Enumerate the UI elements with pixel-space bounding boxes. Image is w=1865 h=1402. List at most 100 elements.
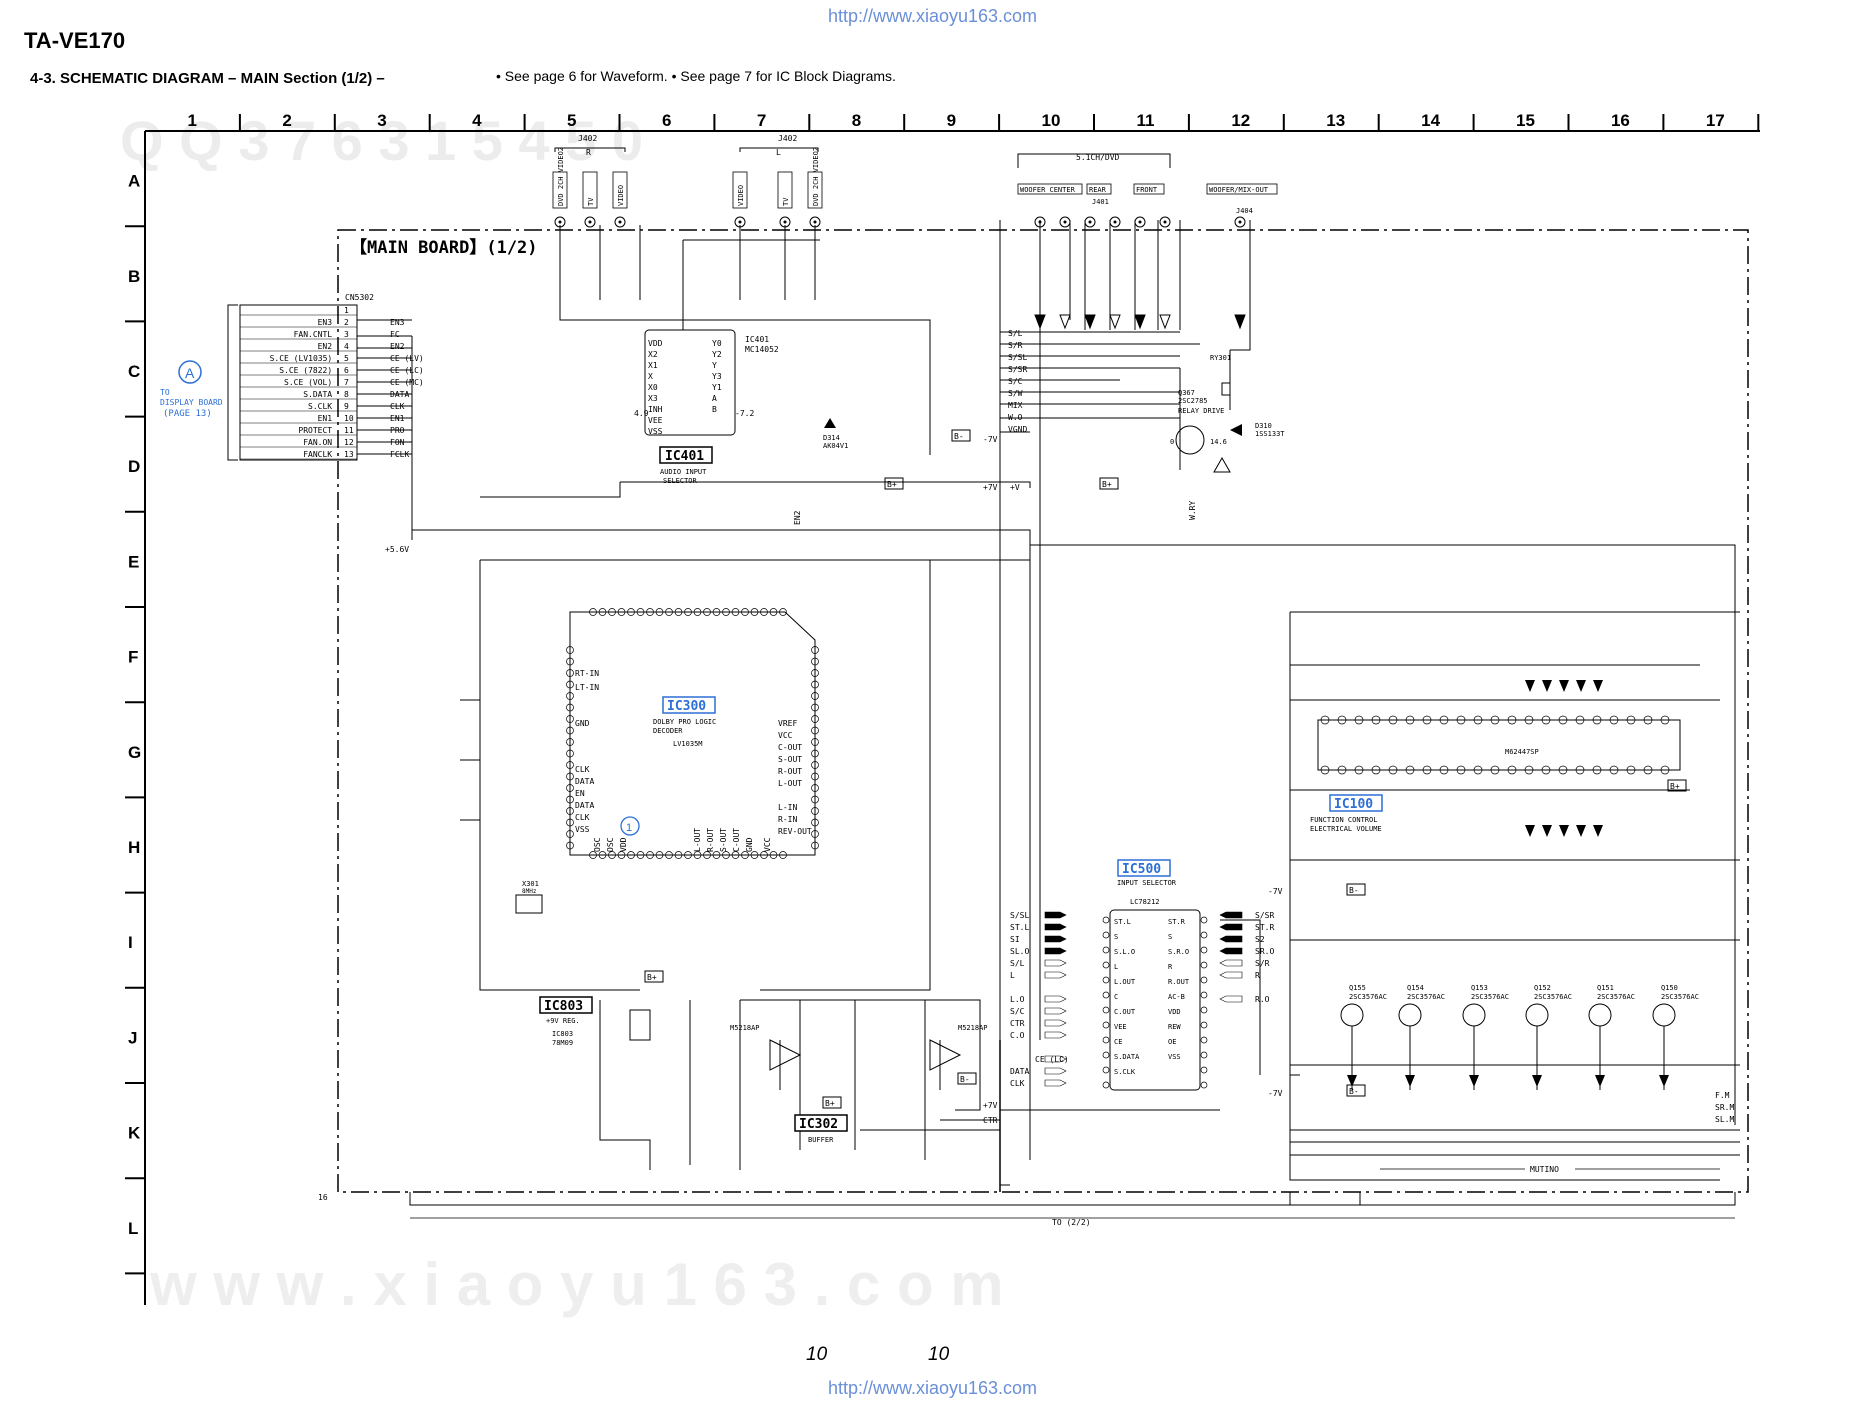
net-arrow-icon xyxy=(1219,947,1243,955)
net-label: S/C xyxy=(1008,377,1023,386)
display-ref-line1: TO xyxy=(160,388,170,397)
ic100-arrow-icon xyxy=(1525,825,1535,837)
output-arrow-icon xyxy=(1405,1075,1415,1087)
woofer-center-box xyxy=(1017,183,1083,195)
ic300-bottom-pin: C-OUT xyxy=(732,828,741,852)
ic300-right-pin: REV-OUT xyxy=(778,827,812,836)
input-jack-box xyxy=(777,171,793,209)
ic500-left-pin: C.OUT xyxy=(1114,1008,1136,1016)
ic100-output-net: SL.M xyxy=(1715,1115,1734,1124)
output-transistor-symbol xyxy=(1340,1003,1364,1027)
d314-symbol xyxy=(824,418,836,428)
ic500-desc1: INPUT SELECTOR xyxy=(1117,879,1177,887)
cn-pin-num: 8 xyxy=(344,390,349,399)
j402-l: L xyxy=(776,148,781,157)
ic500-left-pin: CE xyxy=(1114,1038,1122,1046)
ic500-left-pin: ST.L xyxy=(1114,918,1131,926)
ic300-left-pin-icon xyxy=(566,841,574,850)
output-transistor-symbol xyxy=(1652,1003,1676,1027)
ic300-bottom-pin: GND xyxy=(745,837,754,852)
ic300-left-pin: CLK xyxy=(575,765,590,774)
ic300-right-pin-icon xyxy=(811,749,819,758)
input-jack-icon xyxy=(584,216,596,228)
cn-pin-net: EN3 xyxy=(390,318,405,327)
output-transistor-part: 2SC3576AC xyxy=(1471,993,1509,1001)
input-jack-box xyxy=(732,171,748,209)
net-arrow-icon xyxy=(1044,971,1067,979)
ic300-left-pin-icon xyxy=(566,657,574,666)
ic300-top-pin-icon xyxy=(779,608,787,616)
ic401-pin-name: INH xyxy=(648,405,663,414)
output-jack-pin-icon xyxy=(1163,220,1167,224)
ic500-pin-icon xyxy=(1200,1066,1208,1074)
footer-url[interactable]: http://www.xiaoyu163.com xyxy=(827,1378,1038,1398)
ic803-ref-small: IC803 xyxy=(552,1030,573,1038)
ic401-pin-name: VSS xyxy=(648,427,663,436)
ic500-net-right: SR.O xyxy=(1255,947,1274,956)
header-url[interactable]: http://www.xiaoyu163.com xyxy=(827,6,1038,26)
ic401-pin-name: Y0 xyxy=(712,339,722,348)
cn-pin-num: 4 xyxy=(344,342,349,351)
ic500-pin-icon xyxy=(1102,1051,1110,1059)
ic500-pin-icon xyxy=(1200,1036,1208,1044)
ic100-top-pin-icon xyxy=(1405,715,1415,725)
ic100-ref: IC100 xyxy=(1334,797,1373,812)
input-jack-box xyxy=(807,171,823,209)
ic500-pin-icon xyxy=(1102,1021,1110,1029)
ic100-arrow-icon xyxy=(1525,680,1535,692)
rear-label: REAR xyxy=(1089,186,1107,194)
ic500-left-pin: S.DATA xyxy=(1114,1053,1140,1061)
bplus-box-3 xyxy=(1667,779,1687,792)
ic401-part: MC14052 xyxy=(745,345,779,354)
ic500-left-pin: L.OUT xyxy=(1114,978,1136,986)
ic100-bottom-pin-icon xyxy=(1541,765,1551,775)
bminus-box-2 xyxy=(1346,883,1366,896)
ic100-top-pin-icon xyxy=(1541,715,1551,725)
ic300-right-pin-icon xyxy=(811,646,819,654)
grid-row-label: H xyxy=(128,838,140,857)
ic300-right-pin: VREF xyxy=(778,719,797,728)
ic300-right-pin-icon xyxy=(811,784,819,792)
display-ref-letter: A xyxy=(185,365,195,381)
ic500-left-pin: VEE xyxy=(1114,1023,1127,1031)
ic500-net-left: CE (LC) xyxy=(1035,1055,1069,1064)
grid-row-label: E xyxy=(128,552,139,571)
output-arrow-icon xyxy=(1532,1075,1542,1087)
grid-col-label: 4 xyxy=(472,111,482,130)
grid-col-label: 7 xyxy=(757,111,766,130)
output-arrow-icon xyxy=(1659,1075,1669,1087)
ic300-top-pin-icon xyxy=(684,608,692,616)
ic100-bottom-pin-icon xyxy=(1388,765,1398,775)
ic401-pin-name: Y2 xyxy=(712,350,722,359)
ic300-bottom-pin-icon xyxy=(750,851,759,859)
ic100-top-pin-icon xyxy=(1422,715,1432,725)
input-jack-pin-icon xyxy=(813,220,817,224)
grid-col-label: 1 xyxy=(187,111,196,130)
bplus-3: B+ xyxy=(1670,782,1680,791)
ic100-part: M62447SP xyxy=(1505,748,1539,756)
q367-symbol xyxy=(1175,425,1205,455)
grid-col-label: 16 xyxy=(1611,111,1630,130)
ic300-bottom-pin-icon xyxy=(674,851,683,859)
cn-pin-name: EN3 xyxy=(318,318,333,327)
ic100-bottom-pin-icon xyxy=(1456,765,1466,775)
ic803-tag xyxy=(539,996,593,1014)
input-jack-label: VIDEO xyxy=(617,185,625,206)
ic500-pin-icon xyxy=(1102,976,1110,984)
rail-m7v-3: -7V xyxy=(1268,1089,1283,1098)
bminus-box-3 xyxy=(1346,1084,1366,1097)
input-jack-pin-icon xyxy=(783,220,787,224)
ic100-bottom-pin-icon xyxy=(1592,765,1602,775)
rail-p7v-1: +7V xyxy=(983,483,998,492)
bplus-5: B+ xyxy=(825,1099,835,1108)
j401-bracket xyxy=(1017,153,1171,168)
ic300-right-pin-icon xyxy=(811,807,819,815)
cn-pin-name: PROTECT xyxy=(298,426,332,435)
ic100-bottom-pin-icon xyxy=(1320,765,1330,775)
ic100-bottom-pin-icon xyxy=(1626,765,1636,775)
ic500-left-pin: S.CLK xyxy=(1114,1068,1136,1076)
ic401-pin-name: Y xyxy=(712,361,717,370)
grid-row-label: A xyxy=(128,172,140,191)
ic300-right-pin-icon xyxy=(811,657,819,666)
